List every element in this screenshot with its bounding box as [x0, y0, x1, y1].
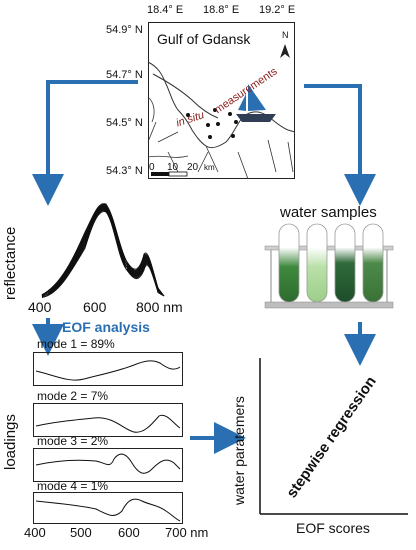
reflectance-xtick-400: 400: [28, 299, 52, 315]
scale-label-km: km: [204, 163, 215, 172]
mode-3-label: mode 3 = 2%: [37, 434, 109, 448]
mode-1-label: mode 1 = 89%: [37, 337, 115, 351]
arrow-map-to-reflectance: [32, 80, 138, 206]
mode-3-curve: [35, 453, 181, 474]
mode-4-curve: [35, 498, 181, 522]
scale-bar: [151, 171, 188, 177]
lat-label-2: 54.7° N: [106, 69, 143, 81]
scale-label-0: 0: [149, 162, 155, 173]
mode-3-panel: [33, 448, 183, 482]
loadings-xtick-700: 700 nm: [165, 525, 209, 540]
reflectance-xtick-600: 600: [83, 299, 107, 315]
reflectance-plot: [41, 203, 165, 298]
hel-peninsula: [152, 73, 219, 119]
mode-2-label: mode 2 = 7%: [37, 389, 109, 403]
loadings-xtick-400: 400: [24, 525, 46, 540]
regression-axes: [259, 358, 408, 515]
lat-label-4: 54.3° N: [106, 165, 143, 177]
station-dots: [186, 108, 238, 139]
arrow-map-to-samples: [304, 84, 376, 206]
regression-ylabel: water paratemers: [231, 396, 247, 505]
rack-bottom: [264, 301, 394, 309]
test-tube-2: [306, 223, 328, 303]
reflectance-curve: [41, 211, 165, 298]
regression-xlabel: EOF scores: [296, 520, 370, 536]
land-detail: [147, 96, 189, 158]
north-arrow-icon: [280, 44, 290, 58]
test-tube-1: [278, 223, 300, 303]
reflectance-xtick-800: 800 nm: [136, 299, 183, 315]
mode-1-panel: [33, 352, 183, 386]
scale-label-20: 20: [187, 162, 199, 173]
eof-analysis-label: EOF analysis: [62, 319, 150, 335]
map-svg: [147, 44, 296, 180]
loadings-xtick-600: 600: [118, 525, 140, 540]
boat-icon: [236, 84, 276, 122]
gulf-map: Gulf of Gdansk N in: [147, 22, 296, 180]
mode-4-panel: [33, 492, 183, 524]
mode-4-label: mode 4 = 1%: [37, 479, 109, 493]
north-label: N: [282, 30, 289, 40]
lat-label-3: 54.5° N: [106, 117, 143, 129]
river-lines: [147, 121, 294, 180]
scale-label-10: 10: [167, 162, 179, 173]
reflectance-ylabel: reflectance: [2, 226, 19, 300]
test-tube-3: [334, 223, 356, 303]
water-samples-label: water samples: [280, 204, 377, 221]
lon-label-1: 18.4° E: [147, 4, 184, 16]
mode-1-curve: [35, 360, 181, 381]
lat-label-1: 54.9° N: [106, 24, 143, 36]
lon-label-2: 18.8° E: [203, 4, 240, 16]
test-tube-4: [362, 223, 384, 303]
water-samples-rack: [264, 223, 394, 309]
map-title: Gulf of Gdansk: [157, 31, 251, 47]
lon-label-3: 19.2° E: [259, 4, 296, 16]
mode-2-curve: [35, 414, 181, 433]
mode-2-panel: [33, 403, 183, 437]
rack-top: [264, 245, 394, 251]
loadings-ylabel: loadings: [2, 414, 19, 470]
loadings-xtick-500: 500: [70, 525, 92, 540]
